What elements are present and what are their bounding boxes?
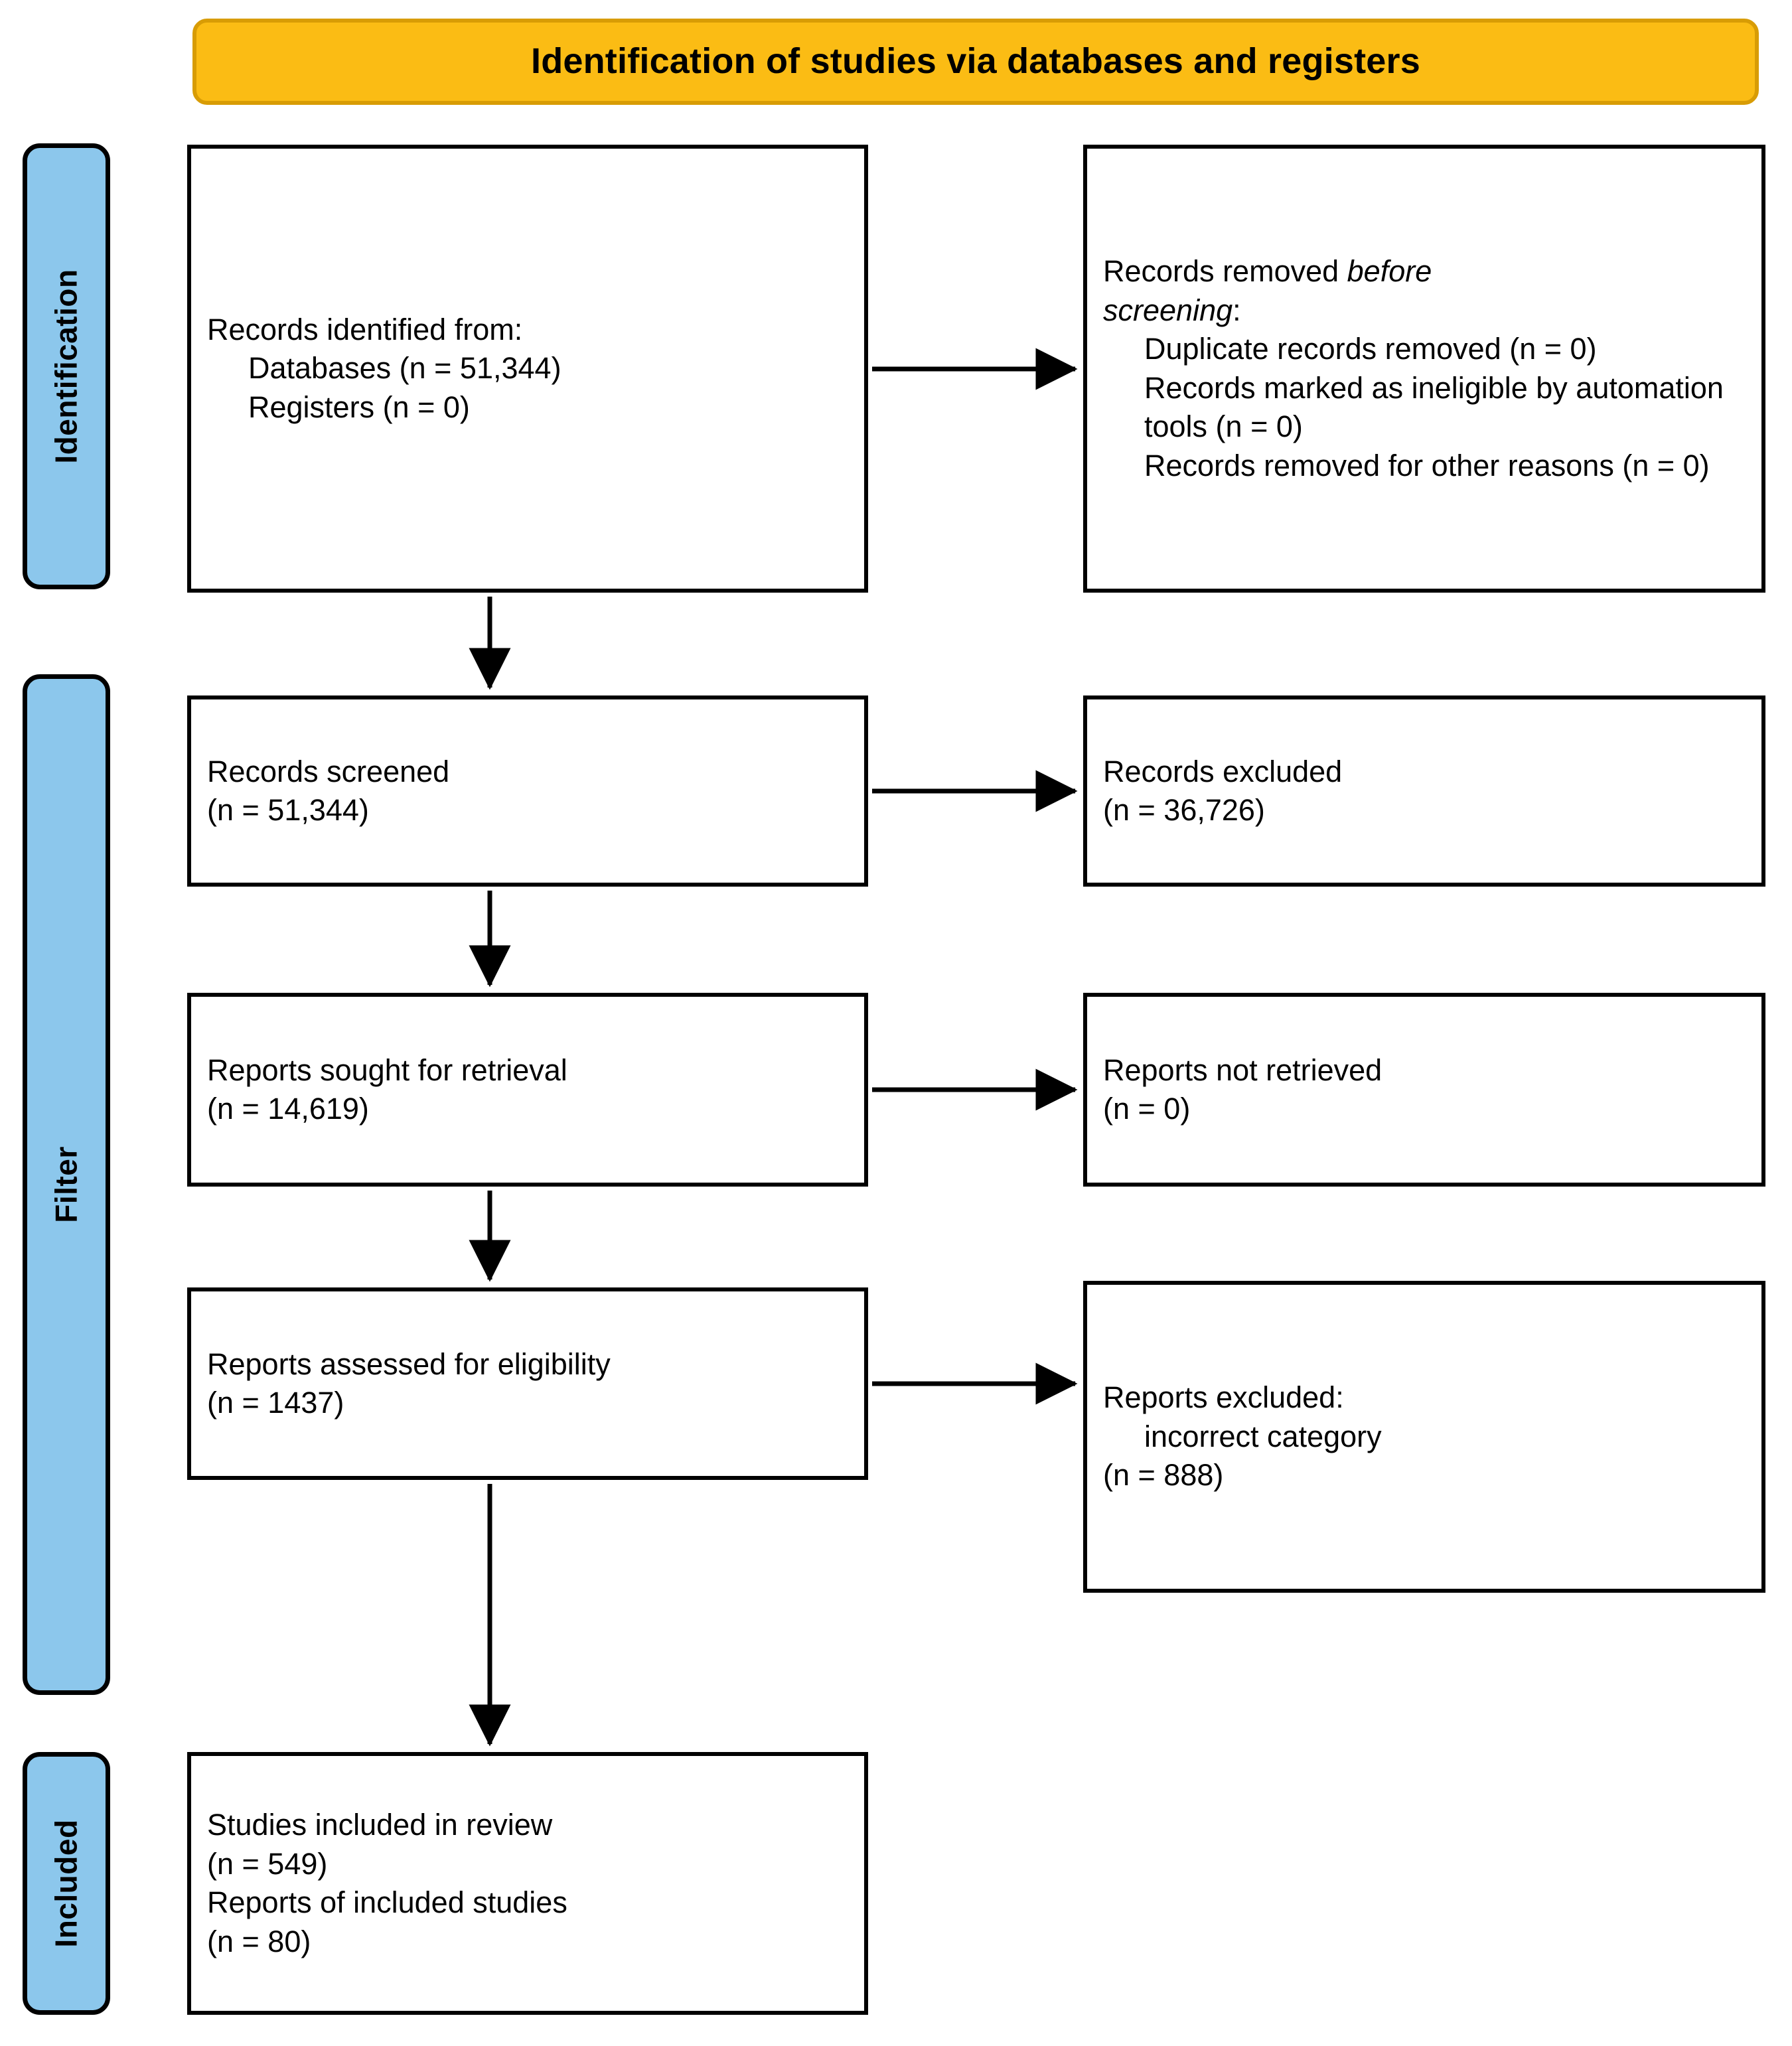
box-records-excluded: Records excluded (n = 36,726) — [1083, 695, 1765, 887]
studies-included-label: Studies included in review — [207, 1808, 553, 1842]
diagram-title-text: Identification of studies via databases … — [531, 41, 1420, 82]
records-removed-automation: Records marked as ineligible by automati… — [1144, 370, 1732, 444]
records-removed-other: Records removed for other reasons (n = 0… — [1144, 448, 1710, 482]
records-removed-heading-colon: : — [1232, 293, 1241, 327]
reports-not-retrieved-count: (n = 0) — [1103, 1092, 1191, 1126]
records-removed-duplicates: Duplicate records removed (n = 0) — [1144, 332, 1597, 366]
stage-pill-filter: Filter — [23, 674, 110, 1695]
diagram-title-banner: Identification of studies via databases … — [192, 19, 1759, 105]
studies-included-count: (n = 549) — [207, 1846, 328, 1881]
records-removed-heading-italic-screening: screening — [1103, 293, 1233, 327]
reports-not-retrieved-label: Reports not retrieved — [1103, 1053, 1382, 1087]
box-reports-excluded: Reports excluded: incorrect category (n … — [1083, 1281, 1765, 1593]
box-reports-excluded-text: Reports excluded: incorrect category (n … — [1087, 1378, 1761, 1495]
records-removed-heading-2: screening: — [1103, 291, 1746, 330]
box-reports-not-retrieved-text: Reports not retrieved (n = 0) — [1087, 1051, 1761, 1129]
box-reports-not-retrieved: Reports not retrieved (n = 0) — [1083, 993, 1765, 1187]
records-identified-line-1: Records identified from: — [207, 312, 523, 346]
records-removed-heading-plain: Records removed — [1103, 254, 1347, 288]
records-identified-registers: Registers (n = 0) — [248, 390, 470, 424]
records-excluded-label: Records excluded — [1103, 754, 1343, 788]
reports-excluded-count: (n = 888) — [1103, 1458, 1224, 1493]
box-records-removed-before-screening: Records removed before screening: Duplic… — [1083, 145, 1765, 593]
reports-included-label: Reports of included studies — [207, 1885, 567, 1919]
box-records-screened-text: Records screened (n = 51,344) — [191, 753, 864, 830]
reports-assessed-label: Reports assessed for eligibility — [207, 1347, 611, 1381]
box-records-identified-text: Records identified from: Databases (n = … — [191, 311, 864, 427]
reports-assessed-count: (n = 1437) — [207, 1386, 344, 1420]
box-records-identified: Records identified from: Databases (n = … — [187, 145, 868, 593]
reports-excluded-label: Reports excluded: — [1103, 1380, 1344, 1415]
box-studies-included-text: Studies included in review (n = 549) Rep… — [191, 1806, 864, 1961]
box-reports-assessed-for-eligibility: Reports assessed for eligibility (n = 14… — [187, 1287, 868, 1480]
stage-pill-identification: Identification — [23, 143, 110, 589]
reports-sought-count: (n = 14,619) — [207, 1092, 369, 1126]
box-records-removed-text: Records removed before screening: Duplic… — [1087, 252, 1761, 485]
box-records-screened: Records screened (n = 51,344) — [187, 695, 868, 887]
records-excluded-count: (n = 36,726) — [1103, 793, 1265, 827]
records-identified-databases: Databases (n = 51,344) — [248, 351, 561, 386]
box-reports-sought-text: Reports sought for retrieval (n = 14,619… — [191, 1051, 864, 1129]
box-reports-sought-for-retrieval: Reports sought for retrieval (n = 14,619… — [187, 993, 868, 1187]
records-screened-label: Records screened — [207, 754, 450, 788]
records-removed-heading-italic-before: before — [1347, 254, 1432, 288]
box-reports-assessed-text: Reports assessed for eligibility (n = 14… — [191, 1345, 864, 1423]
box-records-excluded-text: Records excluded (n = 36,726) — [1087, 753, 1761, 830]
reports-sought-label: Reports sought for retrieval — [207, 1053, 567, 1087]
reports-included-count: (n = 80) — [207, 1924, 311, 1958]
records-screened-count: (n = 51,344) — [207, 793, 369, 827]
reports-excluded-reason: incorrect category — [1144, 1419, 1382, 1453]
stage-pill-included: Included — [23, 1752, 110, 2015]
records-removed-heading: Records removed before — [1103, 252, 1746, 291]
box-studies-included: Studies included in review (n = 549) Rep… — [187, 1752, 868, 2015]
